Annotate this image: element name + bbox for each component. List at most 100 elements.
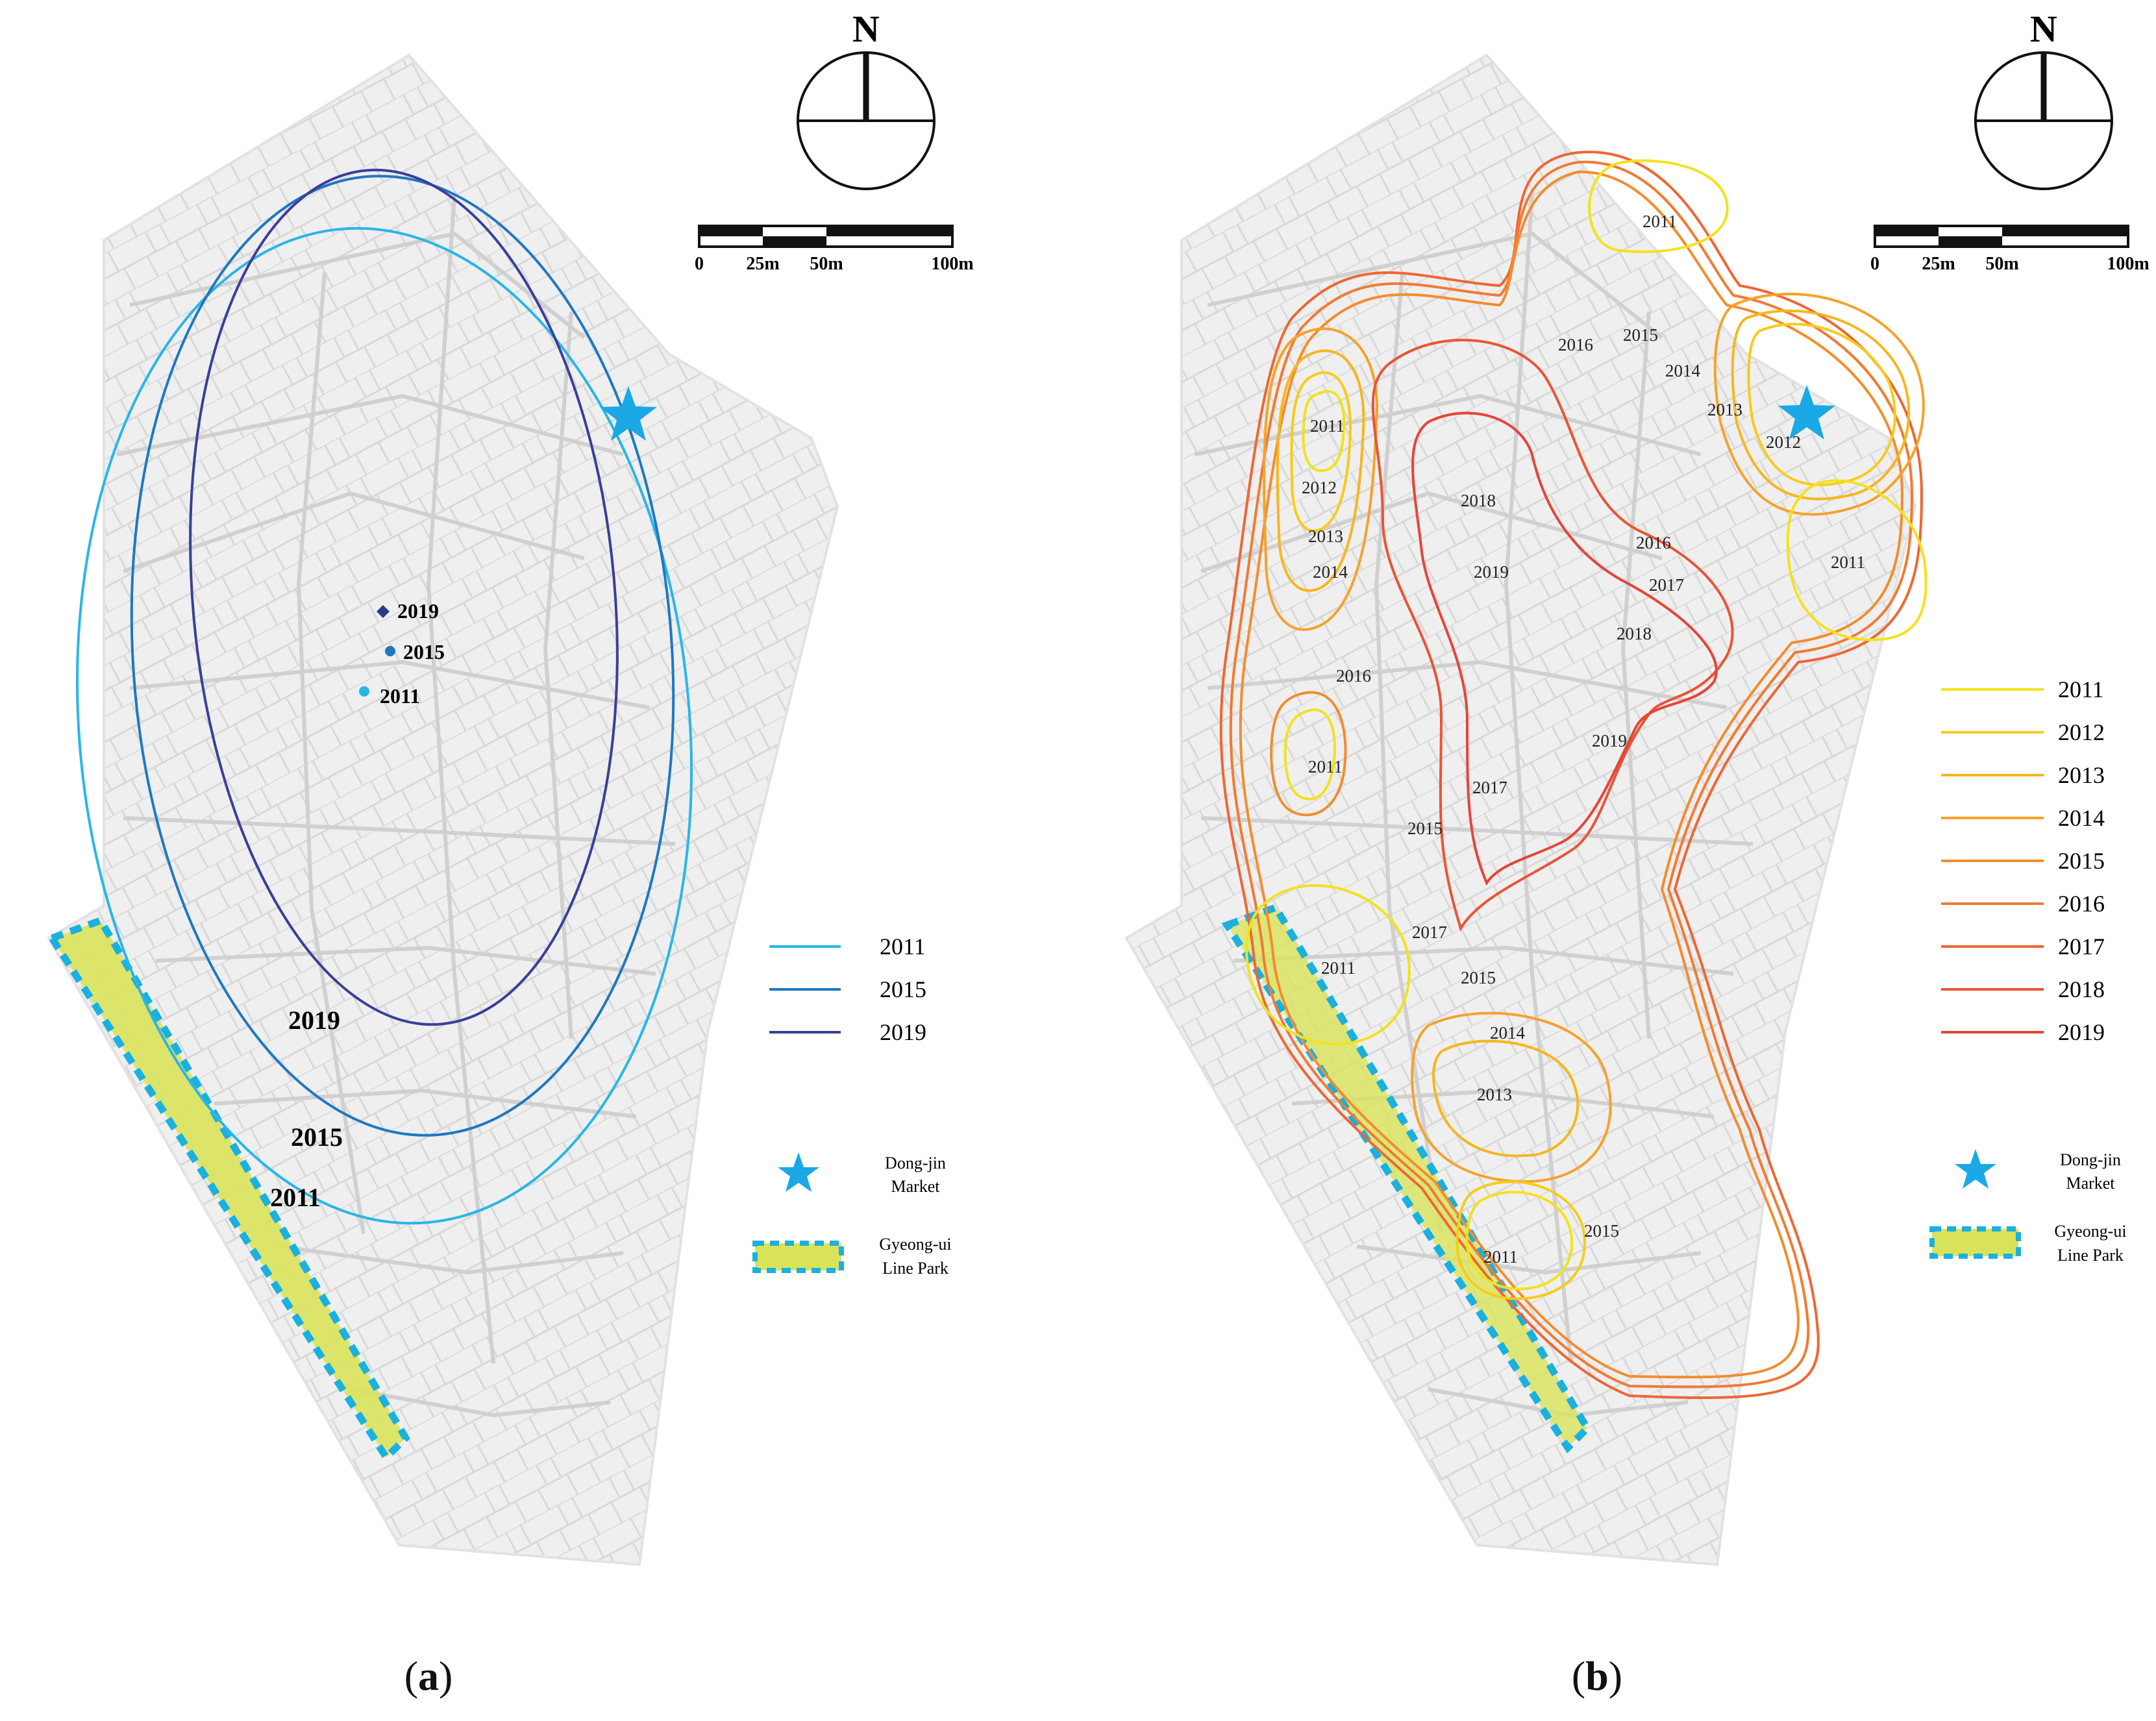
svg-text:2011: 2011 bbox=[1310, 416, 1344, 436]
centroid-2011: 2011 bbox=[359, 684, 420, 708]
panel-b: N 0 25m 50m 100m bbox=[1078, 0, 2155, 1721]
scale-label-25: 25m bbox=[1922, 254, 1955, 274]
legend-b-2016: 2016 bbox=[2058, 891, 2105, 917]
legend-a: 2011 2015 2019 Dong-jin Market Gyeong-ui… bbox=[752, 934, 952, 1278]
legend-a-market-line1: Dong-jin bbox=[885, 1154, 946, 1172]
svg-text:2017: 2017 bbox=[1412, 922, 1447, 942]
legend-b-park-line1: Gyeong-ui bbox=[2054, 1222, 2126, 1241]
legend-b-2019: 2019 bbox=[2058, 1019, 2105, 1045]
svg-text:2018: 2018 bbox=[1617, 624, 1652, 643]
legend-a-2015: 2015 bbox=[880, 976, 926, 1002]
north-label: N bbox=[852, 8, 880, 50]
svg-text:2013: 2013 bbox=[1477, 1085, 1512, 1104]
svg-text:2011: 2011 bbox=[1831, 552, 1865, 572]
svg-text:2015: 2015 bbox=[403, 640, 445, 663]
sde-2019 bbox=[189, 168, 619, 1026]
scale-label-0: 0 bbox=[1870, 254, 1879, 274]
dong-jin-market-star-icon bbox=[600, 386, 657, 441]
svg-text:2011: 2011 bbox=[1321, 958, 1356, 978]
svg-text:2011: 2011 bbox=[1483, 1247, 1518, 1267]
panel-a: N 0 25m 50m 100m 2019 2015 2011 2019 201… bbox=[46, 8, 974, 1699]
sde-2015 bbox=[130, 175, 675, 1137]
legend-b-2017: 2017 bbox=[2058, 934, 2105, 960]
scale-label-100: 100m bbox=[931, 254, 973, 274]
scale-label-100: 100m bbox=[2107, 254, 2149, 274]
contour-nw-2014 bbox=[1263, 327, 1378, 631]
svg-text:2016: 2016 bbox=[1558, 335, 1593, 354]
compass: N bbox=[1974, 8, 2113, 190]
legend-a-market-line2: Market bbox=[891, 1177, 940, 1196]
contour-sw-2011 bbox=[1245, 884, 1411, 1046]
kde-contours bbox=[1219, 151, 1927, 1400]
north-label: N bbox=[2030, 8, 2057, 50]
svg-text:2013: 2013 bbox=[1707, 400, 1742, 419]
legend-b-2013: 2013 bbox=[2058, 762, 2105, 788]
legend-b-park-line2: Line Park bbox=[2057, 1246, 2124, 1265]
scalebar: 0 25m 50m 100m bbox=[695, 225, 974, 274]
ellipse-label-2019: 2019 bbox=[288, 1006, 340, 1035]
legend-b-2012: 2012 bbox=[2058, 719, 2105, 745]
legend-b-2014: 2014 bbox=[2058, 805, 2105, 831]
contour-n-2011 bbox=[1588, 159, 1729, 253]
svg-text:2011: 2011 bbox=[1308, 757, 1343, 776]
legend-a-park-swatch bbox=[752, 1241, 844, 1273]
legend-a-park-line1: Gyeong-ui bbox=[879, 1235, 951, 1254]
svg-text:2015: 2015 bbox=[1407, 819, 1443, 838]
centroid-2019: 2019 bbox=[377, 599, 439, 623]
gyeong-ui-line-park bbox=[46, 916, 410, 1463]
contour-outer-2017 bbox=[1219, 151, 1924, 1400]
contour-inner-2019 bbox=[1411, 412, 1718, 886]
dong-jin-market-star-icon bbox=[1778, 385, 1835, 440]
legend-b-market-line2: Market bbox=[2066, 1174, 2115, 1193]
contour-nw-2012 bbox=[1290, 371, 1352, 532]
caption-b: (b) bbox=[1571, 1653, 1623, 1699]
svg-text:2017: 2017 bbox=[1472, 778, 1507, 797]
scale-label-50: 50m bbox=[810, 254, 843, 274]
contour-w-2011 bbox=[1283, 708, 1336, 800]
ellipse-label-2015: 2015 bbox=[291, 1122, 343, 1152]
scalebar: 0 25m 50m 100m bbox=[1870, 225, 2150, 274]
street-network bbox=[116, 194, 676, 1418]
contour-s-2013 bbox=[1432, 1039, 1580, 1158]
contour-ne-2012 bbox=[1747, 323, 1896, 486]
svg-text:2014: 2014 bbox=[1490, 1023, 1526, 1043]
legend-a-2019: 2019 bbox=[880, 1019, 926, 1045]
svg-text:2015: 2015 bbox=[1461, 968, 1496, 987]
map-b-svg: N 0 25m 50m 100m bbox=[1124, 8, 2150, 1566]
svg-text:2015: 2015 bbox=[1584, 1221, 1619, 1241]
contour-s-2012 bbox=[1456, 1180, 1587, 1300]
svg-text:2011: 2011 bbox=[1642, 212, 1677, 231]
legend-b-2018: 2018 bbox=[2058, 976, 2105, 1002]
svg-text:2016: 2016 bbox=[1636, 533, 1671, 552]
svg-text:2011: 2011 bbox=[380, 684, 420, 708]
svg-text:2015: 2015 bbox=[1623, 325, 1658, 345]
scale-label-50: 50m bbox=[1985, 254, 2018, 274]
ellipse-label-2011: 2011 bbox=[270, 1183, 321, 1212]
contour-labels: 2011 2016 2015 2014 2013 2012 2011 2012 … bbox=[1302, 212, 1865, 1267]
svg-text:2017: 2017 bbox=[1649, 575, 1684, 595]
contour-s-2011 bbox=[1465, 1191, 1574, 1291]
legend-b-star-icon bbox=[1955, 1149, 1996, 1189]
legend-a-2011: 2011 bbox=[880, 934, 926, 960]
svg-text:2019: 2019 bbox=[1592, 731, 1627, 750]
street-network bbox=[1194, 194, 1753, 1418]
svg-text:2019: 2019 bbox=[1474, 562, 1509, 582]
contour-nw-2011 bbox=[1302, 390, 1346, 473]
contour-s-2014 bbox=[1411, 1011, 1612, 1183]
legend-b-2011: 2011 bbox=[2058, 676, 2104, 702]
svg-text:2016: 2016 bbox=[1336, 666, 1371, 686]
map-a-svg: N 0 25m 50m 100m 2019 2015 2011 2019 201… bbox=[46, 8, 974, 1566]
svg-text:2019: 2019 bbox=[397, 599, 439, 623]
contour-ne-2013 bbox=[1731, 309, 1911, 501]
legend-b: 2011 2012 2013 2014 2015 2016 2017 2018 … bbox=[1929, 676, 2127, 1265]
compass: N bbox=[797, 8, 936, 190]
contour-w-2015 bbox=[1270, 691, 1347, 817]
svg-text:2013: 2013 bbox=[1308, 526, 1343, 546]
svg-text:2018: 2018 bbox=[1461, 491, 1496, 510]
svg-text:2014: 2014 bbox=[1313, 562, 1348, 582]
legend-b-market-line1: Dong-jin bbox=[2060, 1150, 2121, 1169]
legend-b-2015: 2015 bbox=[2058, 848, 2105, 874]
legend-a-park-line2: Line Park bbox=[882, 1259, 948, 1278]
scale-label-25: 25m bbox=[746, 254, 779, 274]
svg-text:2012: 2012 bbox=[1302, 478, 1337, 497]
